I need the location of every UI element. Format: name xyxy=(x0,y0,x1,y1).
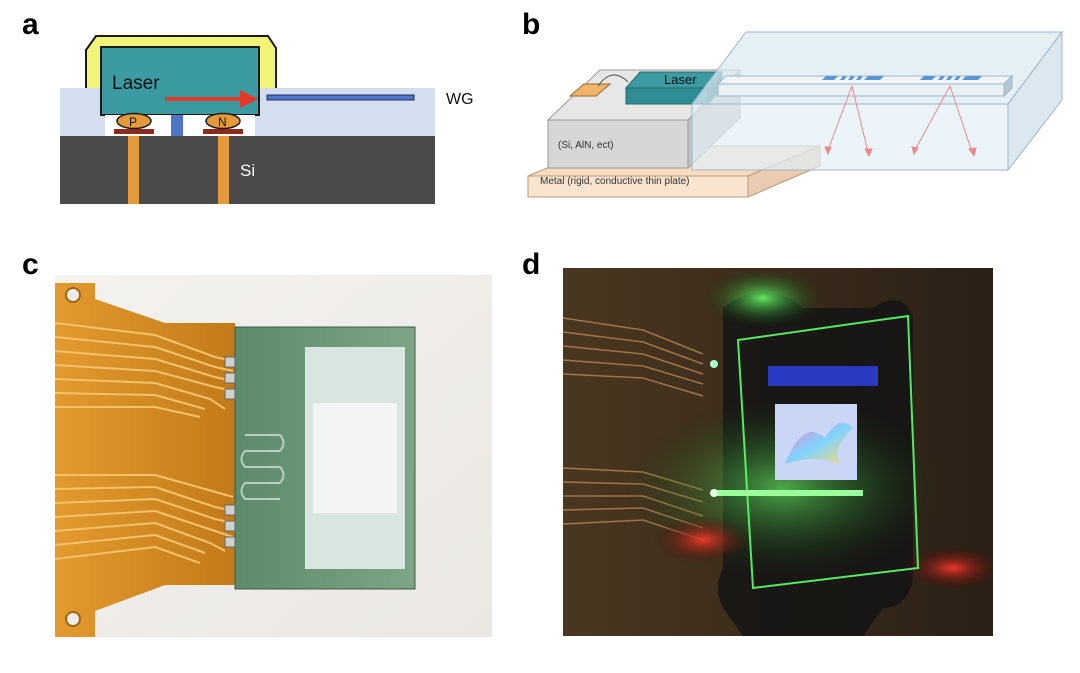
laser-beam-arrowhead xyxy=(240,90,258,108)
p-label: P xyxy=(129,115,137,129)
green-led-dot-2 xyxy=(710,489,718,497)
glass-box-front xyxy=(691,103,1009,171)
chip-window-inner xyxy=(313,403,397,513)
p-contact xyxy=(116,112,152,130)
flex-cable xyxy=(55,283,235,637)
flex-hole-bottom xyxy=(65,611,81,627)
bond-wire xyxy=(597,74,629,87)
green-led-dot xyxy=(710,360,718,368)
panel-d-illuminated-photo xyxy=(563,268,993,636)
flex-traces xyxy=(55,322,234,564)
silicon-substrate xyxy=(60,136,435,204)
grating-right xyxy=(920,76,982,80)
substrate-label: (Si, AlN, ect) xyxy=(558,140,614,151)
n-pad-base xyxy=(203,129,243,134)
green-glow-top xyxy=(703,268,823,328)
waveguide-track-front xyxy=(717,83,1005,97)
panel-letter-d: d xyxy=(522,248,541,281)
n-contact xyxy=(205,112,241,130)
via-right xyxy=(218,136,229,204)
contact-pad xyxy=(568,83,612,97)
waveguide-end xyxy=(1003,74,1013,98)
p-pad-base xyxy=(114,129,154,134)
serpentine-waveguide xyxy=(240,434,285,500)
panel-letter-b: b xyxy=(522,8,541,41)
panel-c-device-photo xyxy=(55,275,492,637)
n-label: N xyxy=(218,115,227,129)
flex-hole-top xyxy=(65,287,81,303)
laser-label-b: Laser xyxy=(664,72,697,87)
si-label: Si xyxy=(240,161,255,180)
grating-left xyxy=(822,76,884,80)
panel-letter-a: a xyxy=(22,8,39,41)
wg-label: WG xyxy=(446,91,474,108)
glass-box-side xyxy=(1007,30,1063,172)
display-bird xyxy=(785,422,853,464)
red-glow-left xyxy=(653,516,753,564)
panel-a-cross-section: Laser WG P N Si xyxy=(60,35,474,204)
metal-label: Metal (rigid, conductive thin plate) xyxy=(540,176,690,187)
green-waveguide-outline xyxy=(736,314,920,590)
waveguide xyxy=(266,94,415,101)
green-output-line xyxy=(713,490,863,496)
panel-letter-c: c xyxy=(22,248,39,281)
via-left xyxy=(128,136,139,204)
laser-label: Laser xyxy=(112,73,160,94)
red-glow-right xyxy=(903,546,993,590)
bond-pads xyxy=(224,356,236,548)
laser-block xyxy=(100,46,260,116)
blue-illumination xyxy=(768,366,878,386)
emission-arrows xyxy=(824,85,977,158)
panel-b-3d-schematic: Metal (rigid, conductive thin plate) (Si… xyxy=(527,30,1063,198)
center-pillar xyxy=(171,115,183,136)
